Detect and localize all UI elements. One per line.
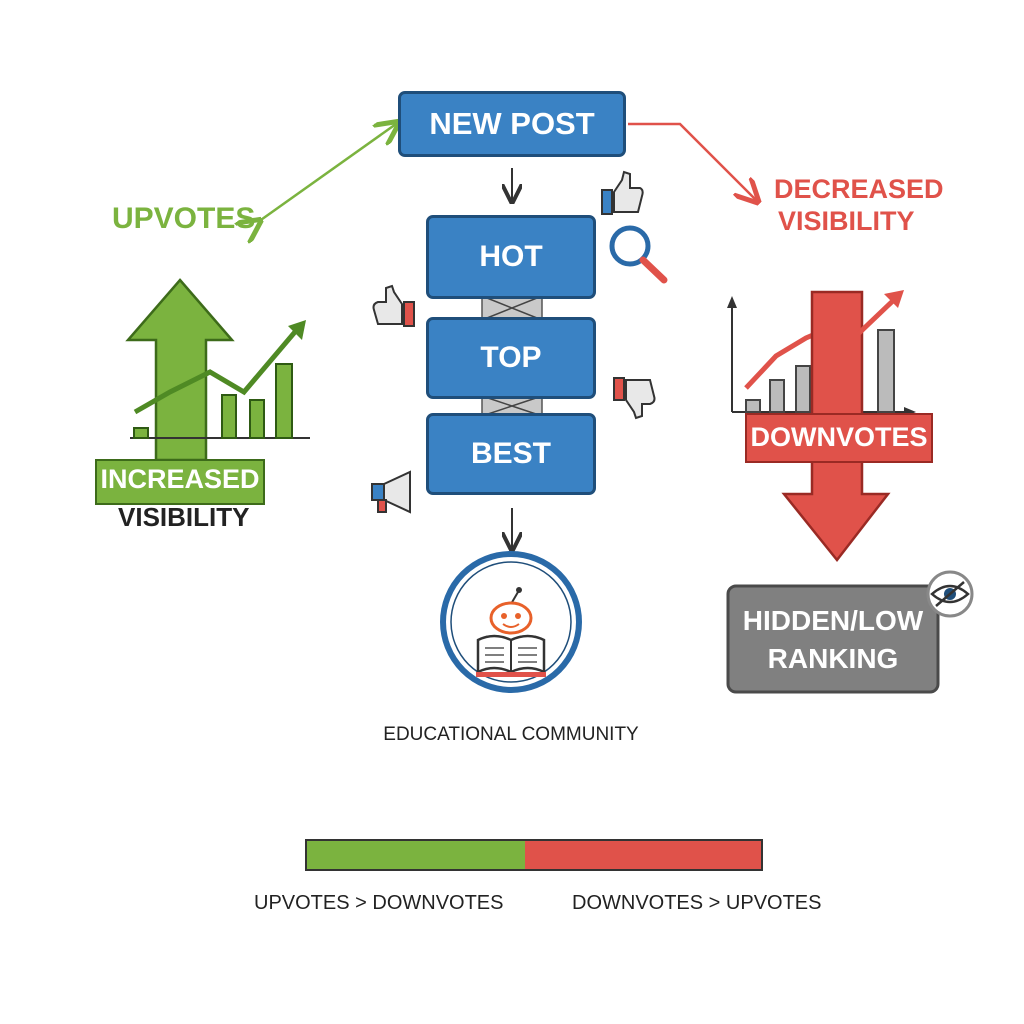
- scale-left-label: UPVOTES > DOWNVOTES: [254, 892, 504, 914]
- downvotes-label: DOWNVOTES: [750, 422, 928, 452]
- decreased-line1: DECREASED: [774, 174, 944, 204]
- upvotes-connector: [258, 124, 396, 222]
- hidden-line1: HIDDEN/LOW: [742, 605, 924, 636]
- top-box: TOP: [426, 317, 596, 399]
- right-chart: [727, 296, 916, 417]
- bar-red-segment: [525, 840, 762, 870]
- new-post-box: NEW POST: [398, 91, 626, 157]
- new-post-label: NEW POST: [429, 106, 595, 141]
- hidden-box-bg: [726, 584, 940, 694]
- left-growth-chart: [130, 320, 310, 439]
- stack-connector-1: [481, 295, 543, 321]
- increased-label: INCREASED: [100, 464, 260, 494]
- magnifier-icon: [609, 225, 668, 284]
- top-label: TOP: [480, 341, 542, 374]
- hot-box: HOT: [426, 215, 596, 299]
- thumbs-down-icon: [613, 377, 656, 420]
- community-label: EDUCATIONAL COMMUNITY: [383, 724, 639, 745]
- thumbs-up-icon: [601, 170, 644, 215]
- hidden-low-ranking-label: HIDDEN/LOW RANKING: [728, 602, 938, 678]
- thumbs-up-icon: [372, 284, 415, 327]
- visibility-label-left: VISIBILITY: [118, 502, 250, 532]
- scale-right-label: DOWNVOTES > UPVOTES: [572, 892, 822, 914]
- megaphone-icon: [371, 470, 411, 514]
- hot-label: HOT: [479, 240, 543, 273]
- upvotes-label: UPVOTES: [112, 202, 256, 235]
- decreased-connector: [628, 122, 756, 200]
- eye-slash-icon: [926, 570, 974, 618]
- increased-label-bg: [95, 459, 265, 505]
- bar-green-segment: [306, 840, 525, 870]
- best-label: BEST: [470, 437, 551, 470]
- downvotes-label-bg: [745, 413, 933, 463]
- decreased-line2: VISIBILITY: [778, 206, 915, 236]
- best-box: BEST: [426, 413, 596, 495]
- right-trend-line: [856, 294, 900, 336]
- robot-reader-icon: [476, 587, 546, 677]
- hidden-line2: RANKING: [767, 643, 899, 674]
- vote-balance-bar: [305, 839, 763, 871]
- decreased-label: DECREASED VISIBILITY: [774, 173, 944, 237]
